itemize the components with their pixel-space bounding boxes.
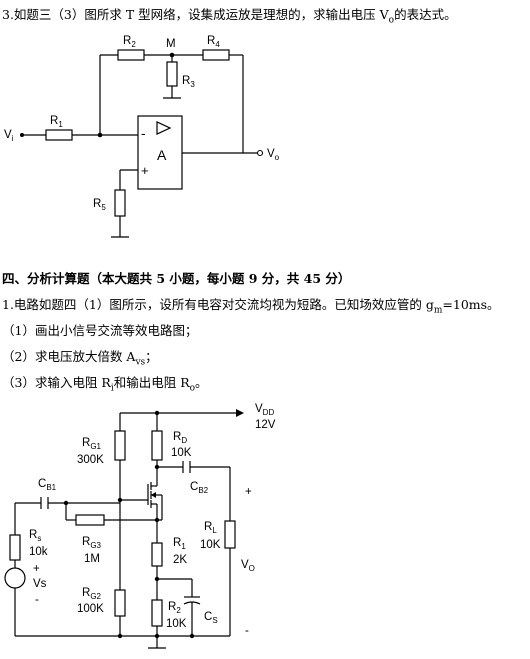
label-vs: Vs <box>33 578 47 590</box>
label-r1: R1 <box>50 115 63 129</box>
resistor-rg1 <box>114 430 126 461</box>
q1-item-3: （3）求输入电阻 Ri和输出电阻 Ro。 <box>2 375 208 394</box>
terminal-dot <box>20 133 24 137</box>
label-vdd: VDD <box>255 403 274 417</box>
label-rl-value: 10K <box>200 539 221 551</box>
section-heading: 四、分析计算题（本大题共 5 小题，每小题 9 分，共 45 分） <box>2 271 351 286</box>
label-vdd-value: 12V <box>255 419 276 431</box>
label-vo: VO <box>241 559 255 573</box>
junction-dot <box>189 633 195 639</box>
q3-question: 3.如题三（3）图所求 T 型网络，设集成运放是理想的，求输出电压 Vo的表达式… <box>2 7 457 26</box>
junction-dot <box>154 633 160 639</box>
resistor-rl <box>224 520 236 549</box>
junction-dot <box>154 517 160 523</box>
label-r1-value: 2K <box>173 554 187 566</box>
opamp-triangle-icon <box>156 121 172 135</box>
junction-dot <box>97 132 103 138</box>
label-minus-out: - <box>245 625 249 637</box>
label-rg1-value: 300K <box>77 454 104 466</box>
resistor-r2 <box>117 49 145 61</box>
fet-arrow-icon <box>151 492 156 498</box>
label-r2: R2 <box>168 601 181 615</box>
resistor-r1 <box>151 542 163 567</box>
junction-dot <box>117 497 123 503</box>
resistor-r4 <box>202 49 230 61</box>
resistor-r3 <box>166 61 178 87</box>
label-vi: Vi <box>4 129 14 143</box>
fet-amplifier-circuit: VDD 12V RG1 300K RD 10K CB1 CB2 + RL 10K… <box>4 403 276 649</box>
label-rd-value: 10K <box>171 447 192 459</box>
junction-dot <box>154 464 160 470</box>
label-rd: RD <box>173 431 187 445</box>
label-rg1: RG1 <box>82 437 102 451</box>
resistor-rg2 <box>114 589 126 617</box>
label-r4: R4 <box>207 35 220 49</box>
label-vo: Vo <box>267 148 280 162</box>
label-r2-value: 10K <box>166 618 187 630</box>
junction-dot <box>154 410 160 416</box>
voltage-source-icon <box>4 567 26 589</box>
label-r2: R2 <box>123 35 136 49</box>
label-rs-value: 10k <box>29 546 48 558</box>
junction-dot <box>169 52 175 58</box>
label-cb2: CB2 <box>190 481 209 495</box>
label-plus-in: + <box>33 563 40 575</box>
resistor-rd <box>151 430 163 461</box>
junction-dot <box>117 633 123 639</box>
opamp-label-a: A <box>157 147 167 163</box>
q1-question: 1.电路如题四（1）图所示，设所有电容对交流均视为短路。已知场效应管的 gm=1… <box>2 297 500 316</box>
label-rg2-value: 100K <box>77 603 104 615</box>
opamp-box <box>137 115 183 190</box>
label-plus-out: + <box>245 486 252 498</box>
vdd-arrow-icon <box>236 409 244 417</box>
label-rl: RL <box>204 521 217 535</box>
label-rg2: RG2 <box>82 587 102 601</box>
label-rs: Rs <box>29 529 41 543</box>
label-cb1: CB1 <box>38 478 57 492</box>
q1-item-2: （2）求电压放大倍数 Avs； <box>2 349 158 368</box>
label-minus-in: - <box>35 594 39 606</box>
opamp-minus: - <box>141 125 146 141</box>
label-rg3-value: 1M <box>84 553 100 565</box>
label-r3: R3 <box>182 75 195 89</box>
label-cs: CS <box>204 611 218 625</box>
resistor-r5 <box>114 189 126 217</box>
label-rg3: RG3 <box>82 536 102 550</box>
resistor-rs <box>9 534 21 561</box>
junction-dot <box>154 576 160 582</box>
opamp-plus: + <box>141 163 149 178</box>
resistor-rg3 <box>75 514 105 526</box>
output-terminal <box>256 149 264 157</box>
resistor-r1 <box>45 129 73 141</box>
label-r5: R5 <box>93 198 106 212</box>
label-m: M <box>166 38 176 50</box>
label-r1: R1 <box>173 537 186 551</box>
t-network-circuit: R1 R2 M R4 R3 Vi Vo R5 - + A <box>4 35 280 238</box>
resistor-r2 <box>151 599 163 627</box>
q1-item-1: （1）画出小信号交流等效电路图； <box>2 323 198 338</box>
junction-dot <box>63 500 69 506</box>
